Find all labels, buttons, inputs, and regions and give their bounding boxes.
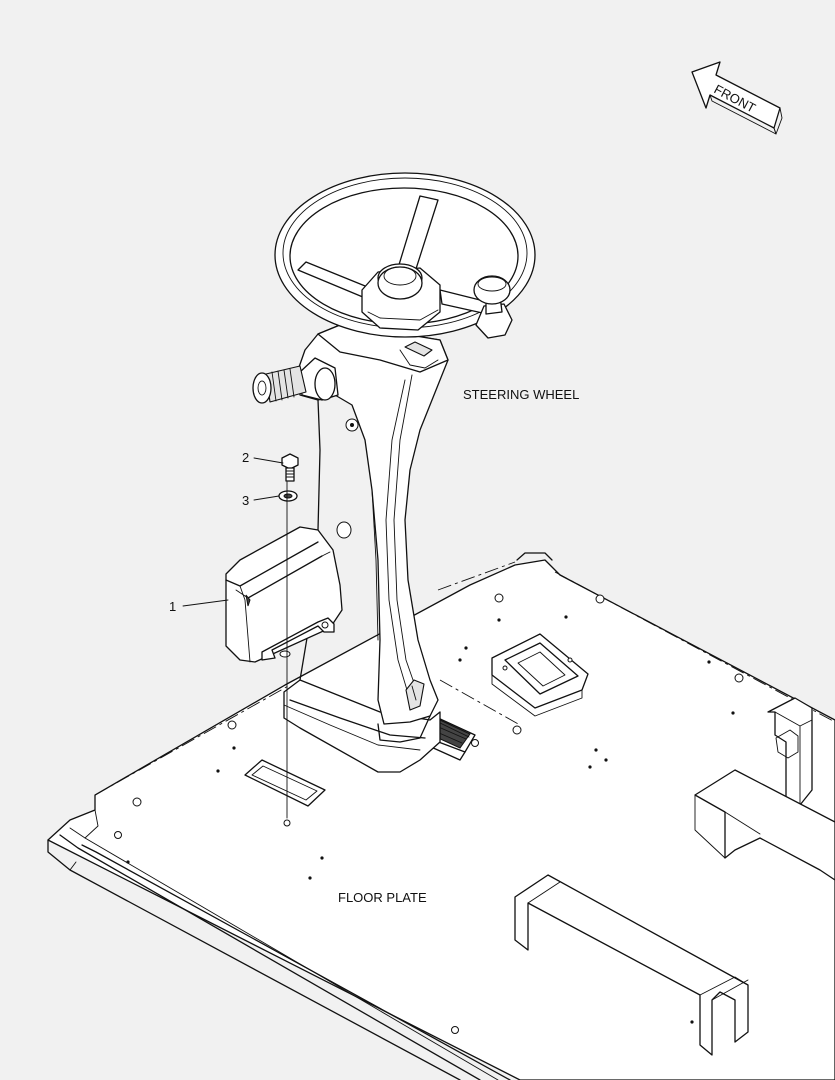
floor-plate-holes	[114, 593, 801, 1034]
leader-line-3	[253, 495, 280, 501]
callout-2: 2	[242, 450, 249, 465]
floor-plate-label: FLOOR PLATE	[338, 890, 427, 905]
callout-1: 1	[169, 599, 176, 614]
callout-3: 3	[242, 493, 249, 508]
leader-line-1	[182, 599, 229, 607]
right-bracket-channel	[694, 769, 835, 881]
lever-knob	[252, 357, 339, 404]
steering-column	[283, 324, 449, 773]
part-2-bolt	[281, 453, 299, 482]
part-1-cover	[225, 526, 343, 663]
leader-line-2	[253, 457, 284, 464]
front-bracket	[514, 874, 749, 1056]
part-3-washer	[278, 490, 298, 502]
steering-wheel-label: STEERING WHEEL	[463, 387, 579, 402]
steering-wheel	[274, 172, 536, 339]
floor-plate	[47, 552, 835, 1080]
front-direction-arrow: FRONT	[691, 61, 783, 135]
pedal-housing	[491, 633, 589, 717]
